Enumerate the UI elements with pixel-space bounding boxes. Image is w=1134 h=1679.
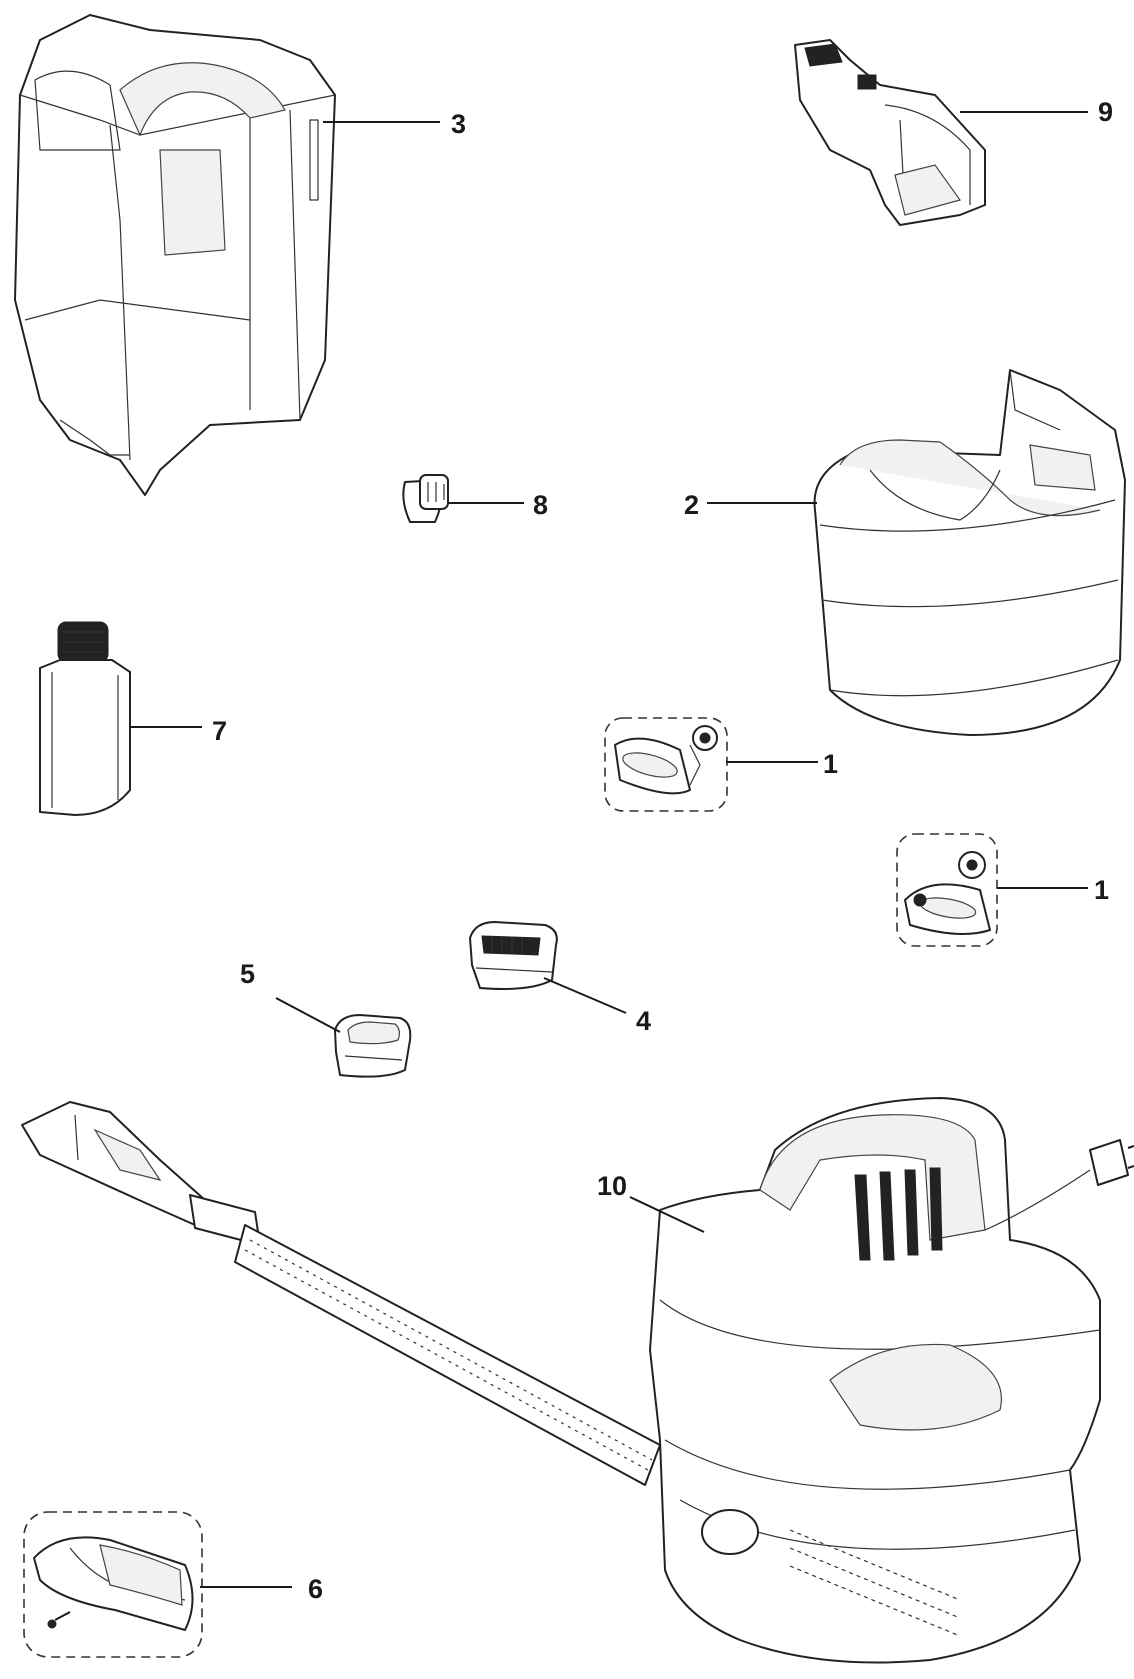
part-label-5: 5 [240, 959, 255, 989]
part-label-6: 6 [308, 1574, 323, 1604]
leader-line-4 [543, 977, 627, 1014]
tank-cap-valve-alt-illustration [896, 833, 998, 947]
part-label-4: 4 [636, 1006, 651, 1036]
part-label-2: 2 [684, 490, 699, 520]
cleaning-solution-bottle-illustration [39, 621, 131, 816]
part-label-3: 3 [451, 109, 466, 139]
part-label-8: 8 [533, 490, 548, 520]
part-label-10: 10 [597, 1171, 627, 1201]
base-unit-with-hose-illustration [21, 1097, 1134, 1664]
leader-line-10 [629, 1196, 705, 1233]
part-label-7: 7 [212, 716, 227, 746]
plug-cap-illustration [402, 474, 449, 523]
part-label-1a: 1 [823, 749, 838, 779]
leader-line-5 [275, 997, 341, 1033]
hose-clip-with-screw-illustration [23, 1511, 203, 1658]
clean-water-tank-illustration [813, 369, 1126, 736]
hand-tool-illustration [794, 39, 986, 226]
part-label-1b: 1 [1094, 875, 1109, 905]
dirty-water-tank-illustration [14, 14, 336, 496]
filter-screen-illustration [469, 921, 558, 990]
tank-cap-valve-illustration [604, 717, 728, 812]
filter-frame-illustration [334, 1014, 412, 1078]
part-label-9: 9 [1098, 97, 1113, 127]
